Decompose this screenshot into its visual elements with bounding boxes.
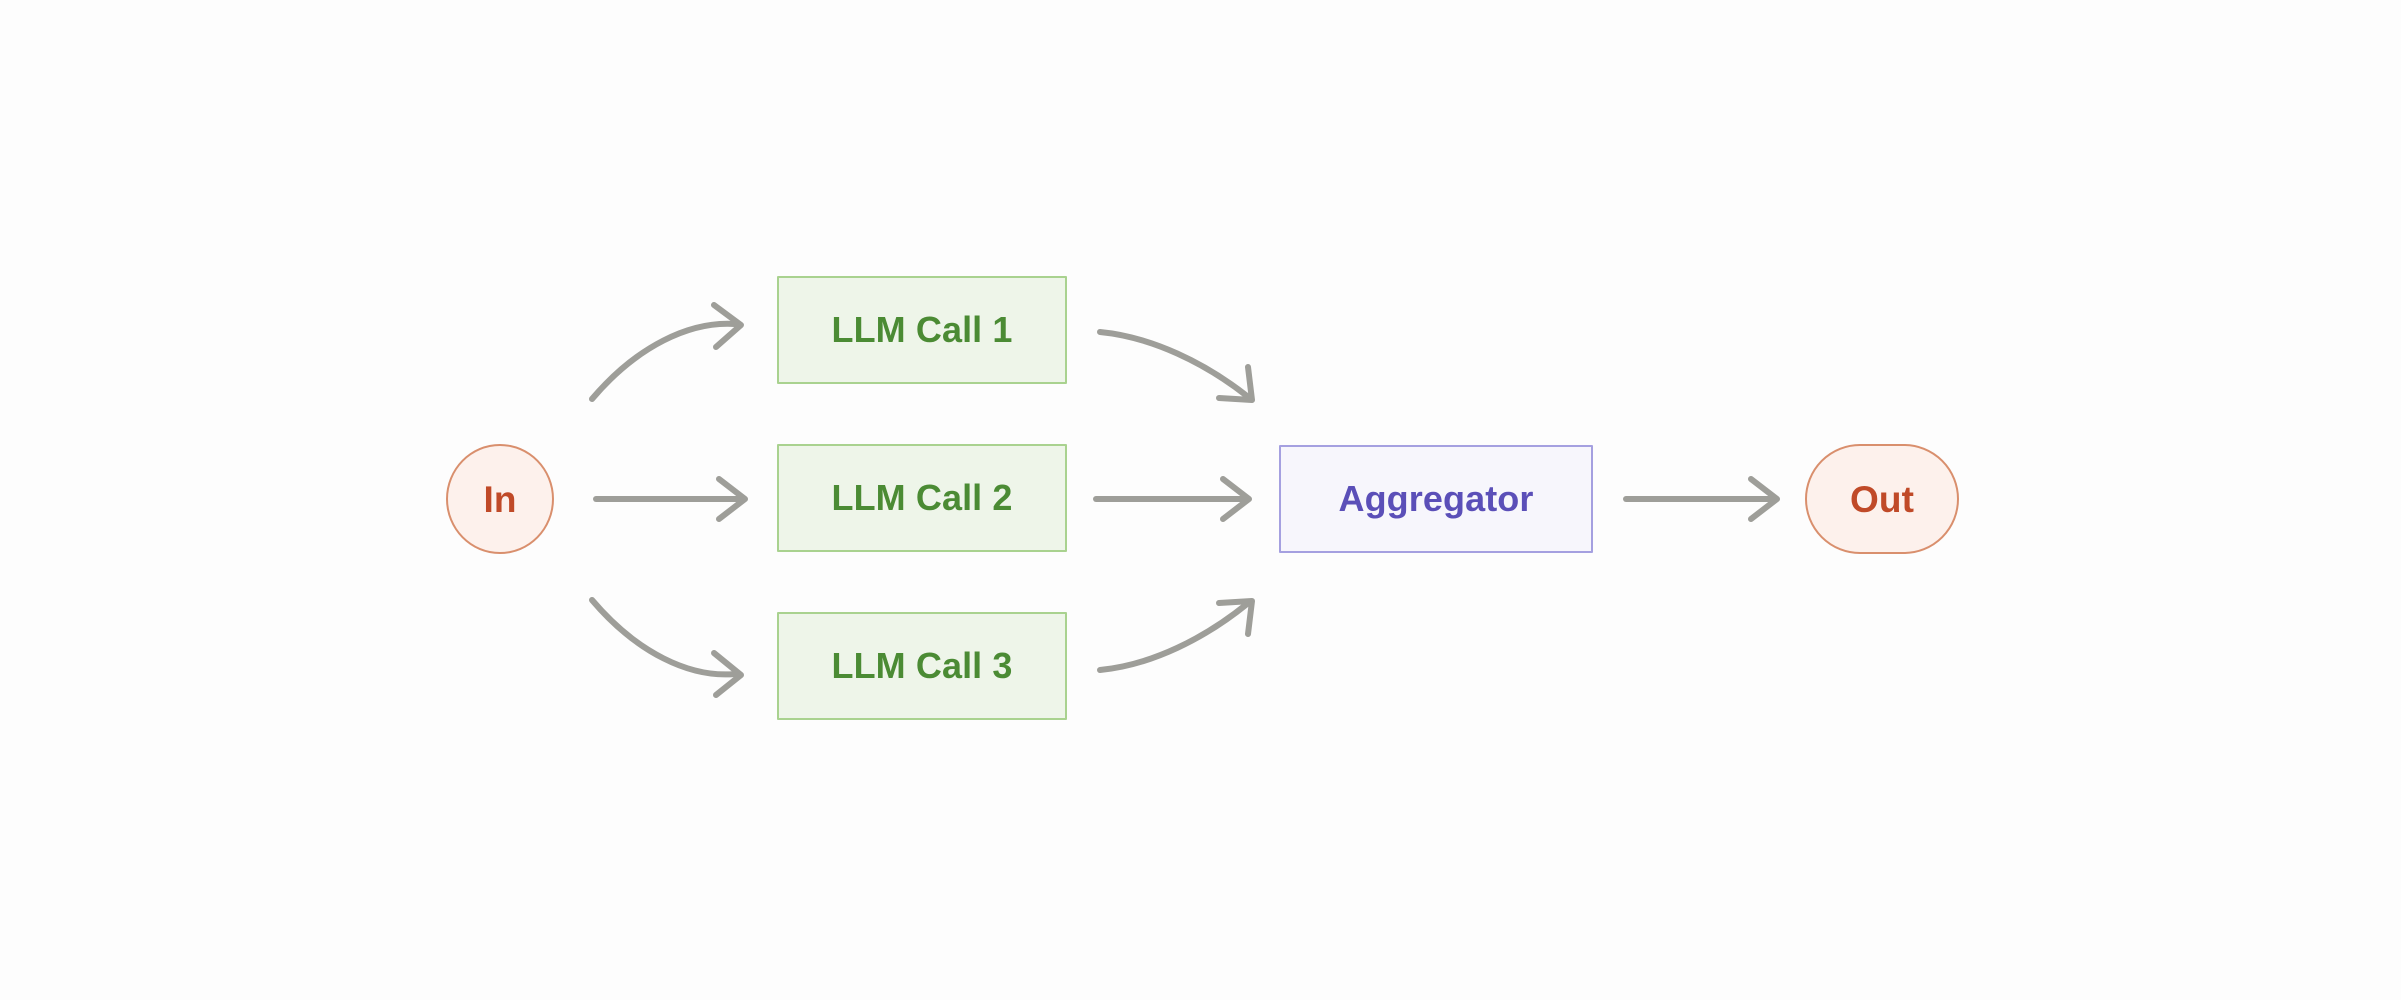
- node-in-label: In: [483, 478, 517, 520]
- node-llm-call-3-label: LLM Call 3: [831, 645, 1013, 686]
- node-out-label: Out: [1849, 478, 1914, 520]
- edge-in-to-llm-call-1: [589, 302, 744, 402]
- node-llm-call-1[interactable]: LLM Call 1: [777, 276, 1067, 384]
- edge-aggregator-to-out: [1623, 476, 1780, 522]
- edge-in-to-llm-call-3: [589, 597, 744, 698]
- node-out[interactable]: Out: [1805, 444, 1959, 554]
- edge-in-to-llm-call-2: [593, 476, 748, 522]
- node-in[interactable]: In: [446, 444, 554, 554]
- node-llm-call-3[interactable]: LLM Call 3: [777, 612, 1067, 720]
- edge-llm-call-2-to-aggregator: [1093, 476, 1252, 522]
- node-llm-call-1-label: LLM Call 1: [831, 309, 1013, 350]
- edge-llm-call-1-to-aggregator: [1097, 329, 1255, 403]
- node-aggregator-label: Aggregator: [1338, 478, 1534, 519]
- edge-llm-call-3-to-aggregator: [1097, 598, 1255, 673]
- node-aggregator[interactable]: Aggregator: [1279, 445, 1593, 553]
- node-llm-call-2-label: LLM Call 2: [831, 477, 1013, 518]
- node-llm-call-2[interactable]: LLM Call 2: [777, 444, 1067, 552]
